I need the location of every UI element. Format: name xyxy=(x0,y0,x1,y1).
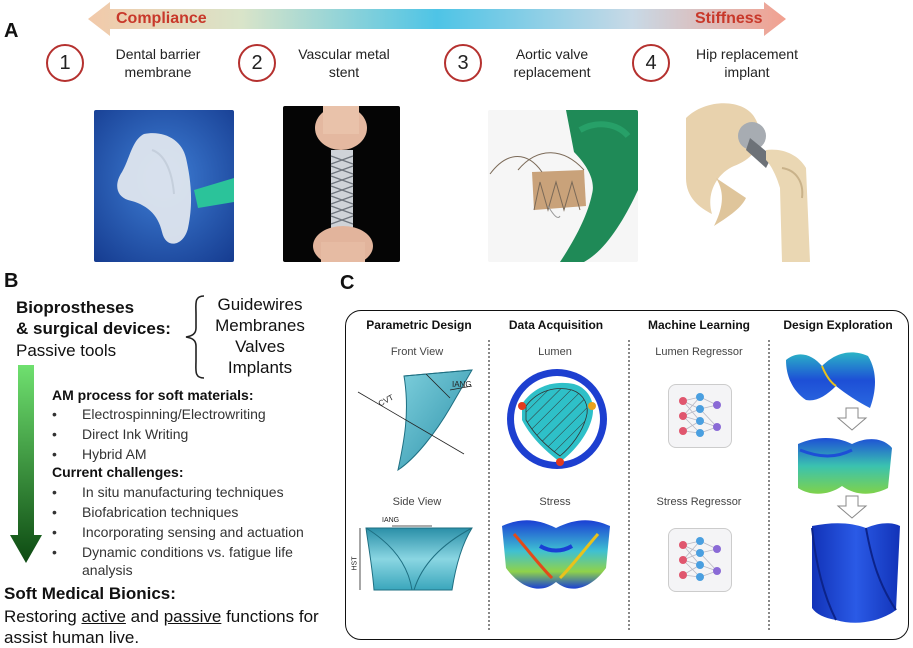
am-bullet-2: • xyxy=(52,426,57,442)
restoring-text: Restoring xyxy=(4,607,82,626)
dental-membrane-photo xyxy=(94,110,234,262)
surgical-devices-heading: & surgical devices: xyxy=(16,319,171,338)
stress-label: Stress xyxy=(539,496,571,508)
iang-label-front: IANG xyxy=(452,380,472,389)
passive-word: passive xyxy=(163,607,222,626)
iang-label-side: IANG xyxy=(382,517,400,524)
panel-a-letter: A xyxy=(4,20,19,42)
side-view-leaflet xyxy=(359,525,473,591)
side-view-label: Side View xyxy=(392,496,442,508)
challenge-item-3: Incorporating sensing and actuation xyxy=(82,524,304,540)
device-valves: Valves xyxy=(235,337,285,356)
soft-bionics-line-2: assist human live. xyxy=(4,628,140,647)
front-view-leaflet xyxy=(357,369,473,472)
challenge-bullet-2: • xyxy=(52,504,57,520)
challenge-item-4-cont: analysis xyxy=(82,562,133,578)
device-list: Guidewires Membranes Valves Implants xyxy=(205,294,315,378)
item-3-line2: replacement xyxy=(513,64,591,80)
lumen-ring xyxy=(507,369,607,469)
green-down-arrow xyxy=(10,365,42,563)
challenge-bullet-4: • xyxy=(52,544,57,560)
challenges-title: Current challenges: xyxy=(52,464,184,480)
challenge-bullet-1: • xyxy=(52,484,57,500)
item-2-label: Vascular metal stent xyxy=(284,45,404,81)
separator-3 xyxy=(768,340,770,630)
active-word: active xyxy=(81,607,126,626)
soft-medical-bionics-title: Soft Medical Bionics: xyxy=(4,584,176,603)
item-4-line2: implant xyxy=(724,64,770,80)
stiffness-label: Stiffness xyxy=(695,10,763,27)
item-1-label: Dental barrier membrane xyxy=(98,45,218,81)
am-item-1: Electrospinning/Electrowriting xyxy=(82,406,266,422)
hip-implant-photo xyxy=(686,98,824,262)
panel-b-letter: B xyxy=(4,270,19,292)
brace-icon xyxy=(185,295,205,379)
item-3-line1: Aortic valve xyxy=(515,46,589,62)
soft-bionics-line-1: Restoring active and passive functions f… xyxy=(4,606,319,627)
panel-c-letter: C xyxy=(340,272,355,294)
hst-label: HST xyxy=(351,556,359,571)
parametric-design-heading: Parametric Design xyxy=(366,318,472,332)
data-acquisition-heading: Data Acquisition xyxy=(508,318,604,332)
stress-map xyxy=(502,520,610,589)
and-text: and xyxy=(125,607,164,626)
design-exploration-heading: Design Exploration xyxy=(783,318,893,332)
stress-regressor-label: Stress Regressor xyxy=(656,496,742,508)
item-3-label: Aortic valve replacement xyxy=(492,45,612,81)
item-1-number: 1 xyxy=(46,44,84,82)
item-4-line1: Hip replacement xyxy=(696,46,798,62)
device-guidewires: Guidewires xyxy=(217,295,303,314)
item-2-number: 2 xyxy=(238,44,276,82)
design-exploration-valves xyxy=(786,352,900,623)
item-1-line1: Dental barrier xyxy=(115,46,201,62)
device-implants: Implants xyxy=(227,358,293,377)
compliance-stiffness-arrow xyxy=(88,2,786,36)
item-1-line2: membrane xyxy=(124,64,192,80)
am-item-2: Direct Ink Writing xyxy=(82,426,189,442)
am-bullet-3: • xyxy=(52,446,57,462)
am-bullet-1: • xyxy=(52,406,57,422)
device-membranes: Membranes xyxy=(215,316,305,335)
challenge-item-1: In situ manufacturing techniques xyxy=(82,484,284,500)
separator-2 xyxy=(628,340,630,630)
item-2-line2: stent xyxy=(328,64,360,80)
machine-learning-heading: Machine Learning xyxy=(647,318,751,332)
item-3-number: 3 xyxy=(444,44,482,82)
stent-photo xyxy=(283,106,400,262)
item-4-number: 4 xyxy=(632,44,670,82)
am-item-3: Hybrid AM xyxy=(82,446,147,462)
passive-tools-label: Passive tools xyxy=(16,341,117,360)
separator-1 xyxy=(488,340,490,630)
stress-regressor-network-icon xyxy=(668,528,732,592)
item-2-line1: Vascular metal xyxy=(298,46,390,62)
item-4-label: Hip replacement implant xyxy=(682,45,812,81)
challenge-bullet-3: • xyxy=(52,524,57,540)
lumen-label: Lumen xyxy=(538,346,572,358)
functions-text: functions for xyxy=(221,607,319,626)
lumen-regressor-network-icon xyxy=(668,384,732,448)
compliance-label: Compliance xyxy=(116,10,207,27)
challenge-item-2: Biofabrication techniques xyxy=(82,504,239,520)
challenge-item-4: Dynamic conditions vs. fatigue life xyxy=(82,544,293,560)
bioprostheses-heading: Bioprostheses xyxy=(16,298,135,317)
aortic-valve-photo xyxy=(488,110,638,262)
front-view-label: Front View xyxy=(390,346,444,358)
am-process-title: AM process for soft materials: xyxy=(52,387,254,403)
lumen-regressor-label: Lumen Regressor xyxy=(655,346,743,358)
